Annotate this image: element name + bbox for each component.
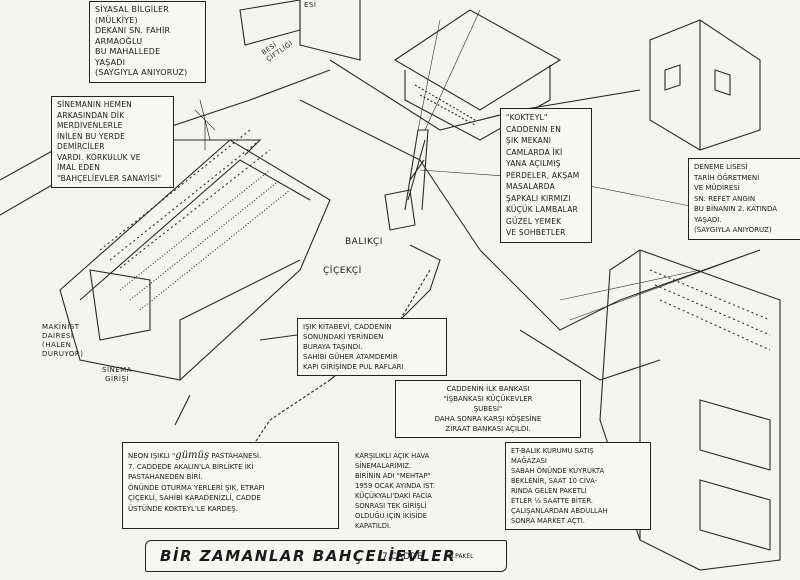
note-line: CADDENİN EN — [506, 124, 562, 134]
note-isbankasi: CADDENİN İLK BANKASI "İŞBANKASI KÜÇÜKEVLE… — [395, 380, 581, 438]
note-line: ŞIK MEKANI — [506, 136, 552, 145]
title-banner: BİR ZAMANLAR BAHÇELİEVLER 7.CADDE M.PAKE… — [145, 540, 507, 572]
street-name: 7.CADDE — [382, 552, 423, 562]
note-line: KAPI GİRİŞİNDE PUL RAFLARI — [303, 363, 404, 371]
label-line: DURUYOR) — [42, 350, 84, 358]
page-title: BİR ZAMANLAR BAHÇELİEVLER — [160, 547, 457, 565]
note-line: GÜZEL YEMEK — [506, 216, 562, 226]
note-line: ÜSTÜNDE KOKTEYL'LE KARDEŞ. — [128, 504, 238, 513]
label-line: MAKİNİST — [42, 323, 80, 331]
label-cicekci: ÇİÇEKÇİ — [323, 266, 362, 276]
note-line: NEON IŞIKLI "gümüş PASTAHANESİ. — [128, 450, 333, 462]
note-line: PASTAHANEDEN BİRİ. — [128, 473, 203, 481]
note-line: MERDİVENLERLE — [57, 121, 123, 130]
note-line: SİNEMALARIMIZ. — [355, 462, 412, 470]
note-line: KÜÇÜK LAMBALAR — [506, 205, 578, 214]
note-line: (SAYGIYLA ANIYORUZ) — [694, 226, 772, 234]
note-line: VARDI. KORKULUK ve — [57, 152, 141, 162]
note-line: DAHA SONRA KARŞI KÖŞESİNE — [434, 415, 542, 423]
note-et-balik-kurumu: ET-BALIK KURUMU SATIŞ MAĞAZASI SABAH ÖNÜND… — [505, 442, 651, 530]
note-line: SABAH ÖNÜNDE KUYRUKTA — [511, 467, 605, 475]
label-line: GİRİŞİ — [105, 375, 129, 383]
note-text: PASTAHANESİ. — [209, 452, 262, 460]
note-acik-hava-sinemalari: KARŞILIKLI AÇIK HAVA SİNEMALARIMIZ. BİRİNİ… — [350, 448, 486, 534]
label-line: (HALEN — [42, 341, 72, 349]
note-line: BU BİNANIN 2. KATINDA — [694, 205, 778, 213]
note-line: ÖNÜNDE OTURMA YERLERİ ŞIK, ETRAFI — [128, 483, 265, 492]
note-line: 1959 OCAK AYINDA İST. — [355, 482, 435, 490]
note-line: "KOKTEYL" — [506, 113, 548, 122]
note-line: BURAYA TAŞINDI. — [303, 343, 363, 351]
note-line: YAŞADI — [95, 57, 126, 67]
note-line: KÜÇÜKYALI'DAKİ FACİA — [355, 492, 432, 500]
note-line: ÇİÇEKLİ, SAHİBİ KARADENİZLİ, CADDE — [128, 494, 261, 502]
note-line: BİRİNİN ADI "MEHTAP" — [355, 472, 431, 480]
note-line: RINDA GELEN PAKETLİ — [511, 487, 587, 495]
note-line: CADDENİN İLK BANKASI — [446, 385, 530, 393]
note-line: TARİH ÖĞRETMENİ — [694, 173, 760, 182]
note-line: DEKANI Sn. FAHİR — [95, 26, 171, 35]
label-line: SİNEMA — [102, 366, 132, 374]
note-line: İMAL EDEN — [57, 163, 101, 172]
label-balikci: BALIKÇI — [345, 237, 383, 247]
note-line: ŞUBESİ" — [473, 405, 503, 413]
note-line: SİNEMANIN HEMEN — [57, 100, 132, 109]
note-line: SONUNDAKİ YERİNDEN — [303, 333, 384, 341]
note-isik-kitabevi: IŞIK KİTABEVİ, CADDENİN SONUNDAKİ YERİNDE… — [297, 318, 447, 376]
note-line: YAŞADI. — [694, 215, 722, 224]
note-gumus-pastahanesi: NEON IŞIKLI "gümüş PASTAHANESİ.7. CADDED… — [122, 442, 339, 529]
note-line: ETLER ½ SAATTE BİTER. — [511, 497, 593, 505]
note-line: CAMLARDA İKİ — [506, 147, 563, 157]
note-line: ÇALIŞANLARDAN ABDULLAH — [511, 507, 608, 515]
label-makinist-dairesi: MAKİNİST DAİRESİ (HALEN DURUYOR) — [42, 323, 84, 359]
note-line: VE SOHBETLER — [506, 228, 566, 237]
note-line: SONRASI TEK GİRİŞLİ — [355, 502, 427, 510]
label-besi-sign: ESİ — [304, 1, 317, 9]
note-line: SAHİBİ GÜHER ATAMDEMİR — [303, 353, 398, 361]
note-line: SİYASAL BİLGİLER — [95, 5, 170, 14]
note-line: 7. CADDEDE AKALIN'LA BİRLİKTE İKİ — [128, 462, 254, 471]
note-line: PERDELER, AKŞAM — [506, 170, 580, 180]
note-line: YANA AÇILMIŞ — [506, 159, 561, 168]
note-line: İNİLEN BU YERDE — [57, 131, 126, 141]
label-line: DAİRESİ — [42, 332, 74, 340]
note-text: NEON IŞIKLI " — [128, 452, 176, 460]
note-line: VE MÜDİRESİ — [694, 184, 740, 192]
note-siyasal-bilgiler: SİYASAL BİLGİLER(MÜLKİYE)DEKANI Sn. FAHİ… — [89, 1, 206, 83]
note-line: "İŞBANKASI KÜÇÜKEVLER — [443, 395, 533, 403]
note-line: ARKASINDAN DİK — [57, 110, 125, 120]
note-line: ZİRAAT BANKASI AÇILDI. — [445, 425, 531, 433]
note-line: ARMAOĞLU — [95, 36, 143, 46]
note-line: (SAYGIYLA ANIYORUZ) — [95, 68, 188, 77]
note-line: (MÜLKİYE) — [95, 15, 138, 25]
note-line: BU MAHALLEDE — [95, 47, 161, 56]
note-line: ET-BALIK KURUMU SATIŞ — [511, 447, 594, 455]
note-line: KAPATILDI. — [355, 522, 392, 530]
note-line: OLDUĞU İÇİN İKİSİDE — [355, 512, 428, 520]
note-kokteyl: "KOKTEYL" CADDENİN EN ŞIK MEKANI CAMLARDA İ… — [500, 108, 592, 243]
note-line: IŞIK KİTABEVİ, CADDENİN — [303, 323, 392, 331]
note-deneme-lisesi: DENEME LİSESİ TARİH ÖĞRETMENİ VE MÜDİRESİ S… — [688, 158, 800, 240]
label-sinema-girisi: SİNEMA GİRİŞİ — [102, 366, 132, 384]
note-line: ŞAPKALI KIRMIZI — [506, 193, 571, 203]
artist-signature: M.PAKEL — [448, 553, 474, 560]
note-line: "BAHÇELİEVLER SANAYİSİ" — [57, 173, 162, 183]
note-line: Sn. REFET ANGIN — [694, 194, 756, 203]
note-line: KARŞILIKLI AÇIK HAVA — [355, 452, 430, 460]
note-line: MAĞAZASI — [511, 457, 547, 465]
note-line: BEKLENİR, SAAT 10 CİVA- — [511, 477, 598, 485]
note-line: SONRA MARKET AÇTI. — [511, 517, 585, 525]
note-line: DEMİRCİLER — [57, 142, 105, 151]
note-line: DENEME LİSESİ — [694, 163, 748, 171]
pastane-name: gümüş — [175, 450, 210, 461]
note-line: MASALARDA — [506, 182, 555, 191]
